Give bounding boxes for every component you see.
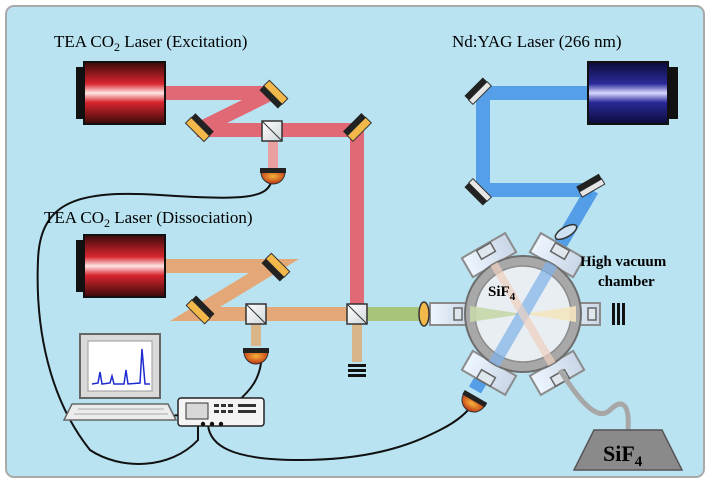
computer-icon [62, 333, 178, 421]
dissociation-beam [165, 259, 357, 321]
oscilloscope-icon [177, 397, 265, 427]
laser-dissociation [76, 234, 166, 298]
yag-beam [476, 86, 592, 197]
gas-line [557, 368, 631, 431]
tank-gas-label: SiF4 [603, 441, 643, 470]
label-laser-dissociation: TEA CO2 Laser (Dissociation) [44, 208, 253, 230]
label-laser-yag: Nd:YAG Laser (266 nm) [452, 32, 622, 51]
label-chamber-line1: High vacuum [580, 254, 667, 270]
vacuum-chamber [429, 231, 601, 397]
laser-yag [587, 61, 678, 125]
detector-icon [243, 168, 488, 413]
label-chamber-line2: chamber [598, 274, 655, 290]
lens-icon [418, 223, 578, 327]
beam-splitter-icon [245, 120, 368, 325]
label-laser-excitation: TEA CO2 Laser (Excitation) [54, 32, 247, 54]
mirror-icon [184, 77, 606, 325]
chamber-gas-label: SiF4 [488, 284, 516, 303]
laser-excitation [76, 61, 166, 125]
gas-tank-icon [572, 429, 684, 471]
beam-dump-icon [348, 303, 625, 377]
